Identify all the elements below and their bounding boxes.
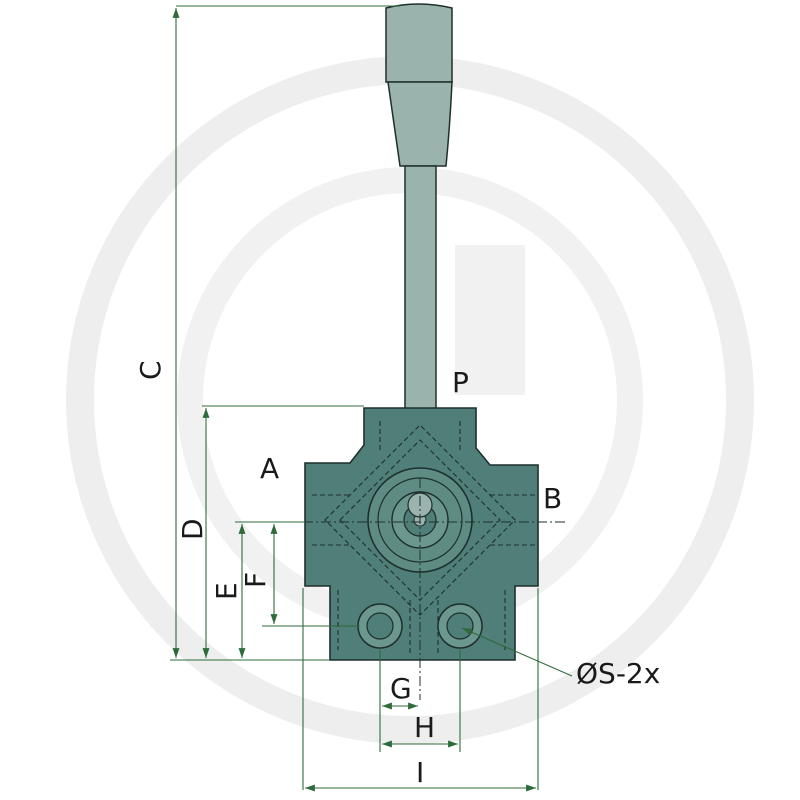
label-d: D xyxy=(176,518,209,540)
label-p: P xyxy=(452,366,469,399)
label-a: A xyxy=(260,452,279,485)
label-i: I xyxy=(416,756,424,789)
label-b: B xyxy=(543,482,562,515)
label-f: F xyxy=(239,572,272,588)
label-g: G xyxy=(390,672,412,705)
dimension-lines xyxy=(170,5,573,792)
label-h: H xyxy=(414,711,435,744)
label-c: C xyxy=(134,360,167,380)
valve-body xyxy=(285,407,565,700)
label-e: E xyxy=(210,582,243,600)
label-s-holes: ØS-2x xyxy=(576,657,660,690)
